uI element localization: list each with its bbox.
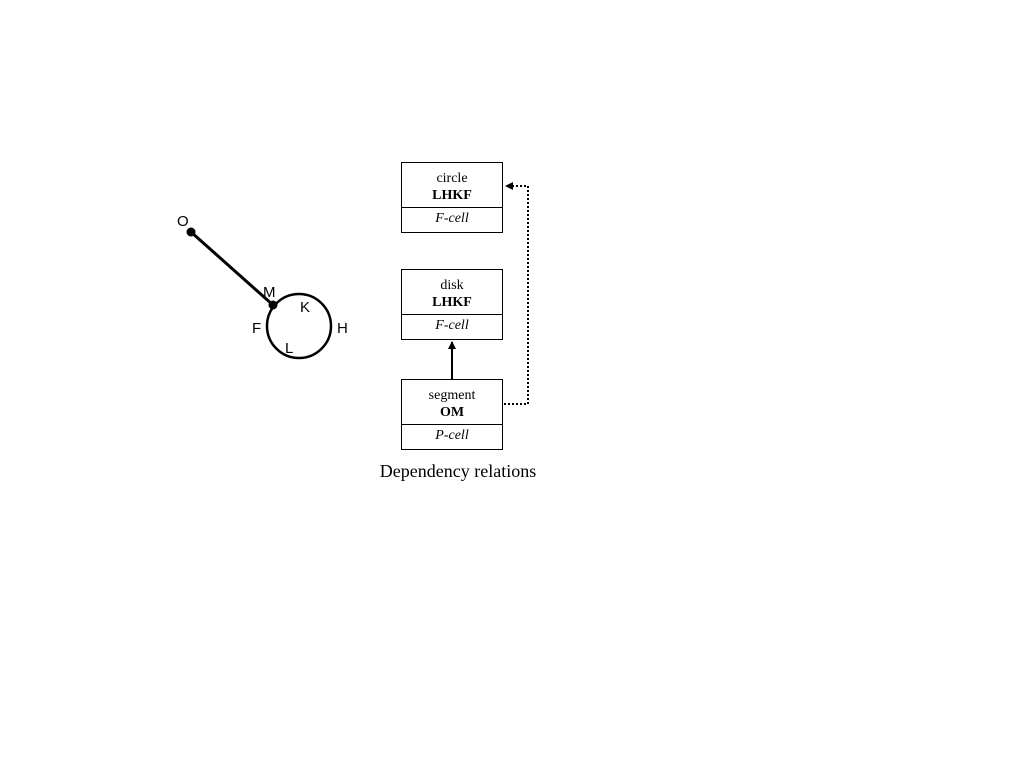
node-circle: circle LHKF F-cell [401, 162, 503, 233]
node-segment-name: OM [439, 405, 465, 420]
diagram-caption: Dependency relations [379, 461, 537, 481]
node-circle-name: LHKF [432, 188, 472, 203]
node-segment-cell: P-cell [435, 428, 469, 443]
node-segment-type: segment [428, 388, 476, 403]
node-disk: disk LHKF F-cell [401, 269, 503, 340]
label-m: M [263, 284, 276, 301]
label-o: O [177, 213, 189, 230]
label-f: F [252, 320, 261, 337]
node-segment: segment OM P-cell [401, 379, 503, 450]
point-m [268, 300, 278, 310]
label-h: H [337, 320, 348, 337]
node-disk-type: disk [440, 278, 464, 293]
node-circle-header: circle LHKF [402, 163, 502, 208]
node-disk-cell: F-cell [435, 318, 469, 333]
node-circle-cell: F-cell [435, 211, 469, 226]
node-disk-header: disk LHKF [402, 270, 502, 315]
node-disk-name: LHKF [432, 295, 472, 310]
label-l: L [285, 340, 293, 357]
node-segment-header: segment OM [402, 380, 502, 425]
segment-om [190, 230, 274, 307]
node-circle-type: circle [436, 171, 468, 186]
point-o [186, 227, 196, 237]
label-k: K [300, 299, 310, 316]
circle-lhkf [265, 292, 333, 360]
edge-segment-to-circle [504, 182, 529, 405]
